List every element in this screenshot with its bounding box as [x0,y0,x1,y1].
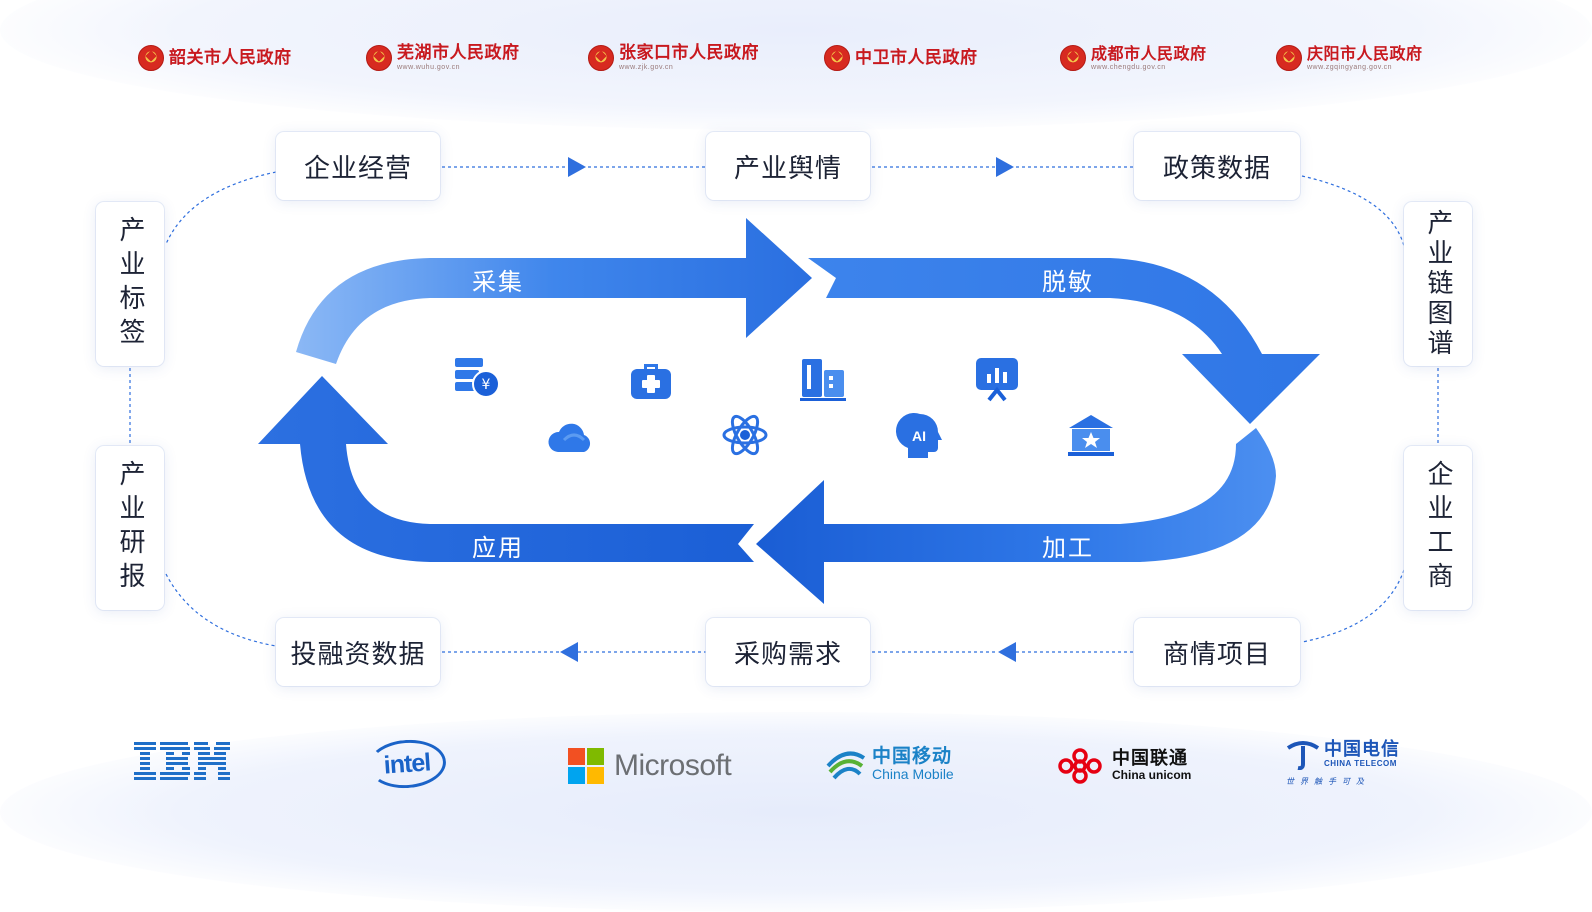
card-label: 产业标签 [115,216,145,352]
buildings-icon [800,359,846,401]
card-label: 企业工商 [1423,460,1453,596]
national-emblem-icon [588,45,614,71]
national-emblem-icon [824,45,850,71]
card-label: 商情项目 [1162,639,1271,670]
government-building-icon [1068,415,1114,456]
china-telecom-en: CHINA TELECOM [1324,759,1397,769]
cycle-label-desensitize: 脱敏 [1042,268,1094,296]
card-label: 企业经营 [303,153,412,184]
card-investment-data: 投融资数据 [276,618,440,686]
gov-url: www.zgqingyang.gov.cn [1307,63,1393,71]
national-emblem-icon [138,45,164,71]
gov-logo-zhangjiakou: 张家口市人民政府 www.zjk.gov.cn [588,40,759,76]
china-unicom-knot-icon [1058,748,1102,784]
svg-text:¥: ¥ [482,377,491,393]
microsoft-wordmark: Microsoft [614,749,732,782]
medical-kit-icon [631,364,671,399]
dotted-connectors [129,166,1439,653]
china-mobile-cn: 中国移动 [872,744,953,767]
connector-arrowheads [560,157,1016,662]
gov-logo-wuhu: 芜湖市人民政府 www.wuhu.gov.cn [366,40,520,76]
china-telecom-logo: 中国电信 CHINA TELECOM 世界触手可及 [1286,740,1400,787]
national-emblem-icon [366,45,392,71]
national-emblem-icon [1276,45,1302,71]
gov-name: 成都市人民政府 [1091,43,1207,63]
gov-url: www.wuhu.gov.cn [397,64,461,71]
intel-wordmark: intel [382,747,432,780]
gov-logo-qingyang: 庆阳市人民政府 www.zgqingyang.gov.cn [1276,40,1423,76]
card-industry-chain-map: 产业链图谱 [1404,202,1472,366]
card-business-projects: 商情项目 [1134,618,1300,686]
diagram-canvas [129,157,1439,662]
gov-name: 庆阳市人民政府 [1307,43,1423,63]
cycle-label-collect: 采集 [472,268,524,296]
card-enterprise-registration: 企业工商 [1404,446,1472,610]
gov-name: 芜湖市人民政府 [397,43,520,63]
gov-name: 中卫市人民政府 [855,47,978,68]
gov-url: www.zjk.gov.cn [619,64,674,71]
card-industry-reports: 产业研报 [96,446,164,610]
cycle-label-process: 加工 [1042,534,1094,562]
ibm-logo [134,742,230,780]
china-unicom-logo: 中国联通 China unicom [1054,746,1191,786]
card-label: 政策数据 [1162,153,1271,184]
china-unicom-en: China unicom [1112,768,1192,783]
presentation-chart-icon [976,358,1018,402]
card-label: 采购需求 [733,639,842,670]
card-label: 产业链图谱 [1423,209,1453,359]
gov-url: www.chengdu.gov.cn [1091,63,1166,71]
china-mobile-en: China Mobile [872,765,954,782]
card-label: 产业研报 [115,460,145,596]
national-emblem-icon [1060,45,1086,71]
cycle-arrow-desensitize [808,258,1320,424]
cloud-icon [548,423,591,452]
card-industry-tags: 产业标签 [96,202,164,366]
card-label: 产业舆情 [733,153,842,184]
cycle-arrow-process [756,428,1276,604]
microsoft-squares-icon [568,748,604,784]
card-procurement-demand: 采购需求 [706,618,870,686]
microsoft-logo: Microsoft [568,748,732,784]
gov-name: 张家口市人民政府 [619,43,759,63]
gov-logo-shaoguan: 韶关市人民政府 [138,40,292,76]
card-label: 投融资数据 [290,639,426,670]
svg-text:AI: AI [912,428,926,444]
gov-name: 韶关市人民政府 [169,47,292,68]
china-unicom-cn: 中国联通 [1112,748,1188,770]
card-industry-sentiment: 产业舆情 [706,132,870,200]
atom-icon [722,414,768,456]
gov-logo-zhongwei: 中卫市人民政府 [824,40,978,76]
china-mobile-swirl-icon [826,751,866,780]
china-telecom-cn: 中国电信 [1324,739,1400,761]
cycle-arrow-collect [296,218,812,364]
cycle-arrow-apply [258,376,754,562]
china-telecom-slogan: 世界触手可及 [1286,777,1370,786]
finance-icon: ¥ [455,358,500,398]
china-mobile-logo: 中国移动 China Mobile [826,744,954,784]
gov-logo-chengdu: 成都市人民政府 www.chengdu.gov.cn [1060,40,1207,76]
intel-logo: intel [366,737,448,791]
card-policy-data: 政策数据 [1134,132,1300,200]
cycle-label-apply: 应用 [472,534,524,562]
ai-head-icon: AI [895,412,942,458]
china-telecom-swoosh-icon [1286,741,1320,770]
card-enterprise-operation: 企业经营 [276,132,440,200]
